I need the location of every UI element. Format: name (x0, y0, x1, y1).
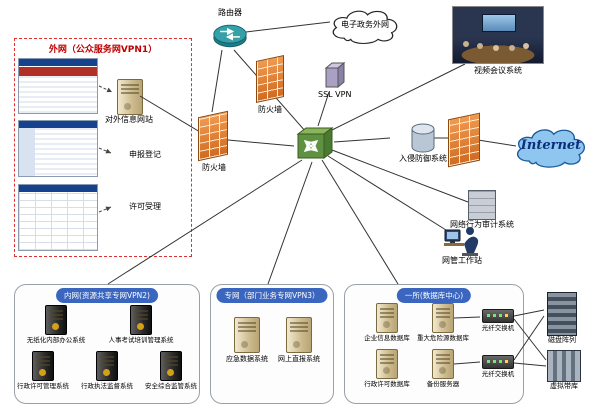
disk-array-icon (547, 292, 577, 336)
firewall-left-icon (198, 110, 228, 162)
audit-system-icon (468, 190, 496, 220)
dept-group-box: 专网（部门业务专网VPN3） 应急数据系统 网上直报系统 (210, 284, 334, 404)
server-icon (432, 303, 454, 333)
virtual-tape-library-icon (547, 350, 581, 382)
video-conference-label: 视频会议系统 (474, 66, 522, 75)
system-label: 安全综合监管系统 (145, 382, 197, 390)
core-switch-icon (296, 127, 334, 159)
server-icon (96, 351, 118, 381)
server-icon (45, 305, 67, 335)
system-label: 应急数据系统 (226, 355, 268, 363)
audit-system-label: 网络行为审计系统 (450, 220, 514, 229)
system-label: 重大危险源数据库 (417, 334, 469, 342)
intranet-group-title: 内网(资源共享专网VPN2) (56, 288, 158, 303)
declare-label: 申报登记 (129, 150, 161, 159)
server-icon (286, 317, 312, 353)
virtual-tape-library-label: 虚拟带库 (550, 382, 578, 390)
external-site-label: 对外信息网站 (105, 115, 153, 124)
server-icon (234, 317, 260, 353)
thumbnail-declare-site (18, 120, 98, 177)
internet-cloud-icon (516, 129, 585, 168)
ips-label: 入侵防御系统 (399, 154, 447, 163)
firewall-top-label: 防火墙 (258, 105, 282, 114)
vpn1-group-box: 外网（公众服务网VPN1） 对外信息网站 申报登记 许可受理 (14, 38, 192, 257)
system-label: 人事考试培训管理系统 (108, 336, 174, 344)
intranet-group-box: 内网(资源共享专网VPN2) 无纸化内部办公系统 人事考试培训管理系统 行政许可… (14, 284, 200, 404)
router-label: 路由器 (218, 8, 242, 17)
server-icon (376, 303, 398, 333)
router-icon (213, 24, 247, 48)
system-label: 行政许可数据库 (364, 380, 410, 388)
server-icon (376, 349, 398, 379)
fiber-switch-icon (482, 355, 514, 369)
system-label: 网上直报系统 (278, 355, 320, 363)
server-icon (160, 351, 182, 381)
nms-workstation-icon (444, 227, 479, 256)
thumbnail-accept-site (18, 184, 98, 251)
egov-cloud-label: 电子政务外网 (341, 20, 389, 29)
firewall-top-icon (256, 55, 284, 103)
server-icon (130, 305, 152, 335)
fiber-switch-label: 光纤交换机 (481, 370, 515, 378)
video-conference-image (452, 6, 544, 64)
egov-cloud-icon (332, 10, 398, 45)
server-icon (432, 349, 454, 379)
datacenter-group-box: 一所(数据库中心) 企业信息数据库 重大危险源数据库 行政许可数据库 备份服务器… (344, 284, 524, 404)
internet-label: Internet (520, 138, 582, 153)
nms-workstation-label: 网管工作站 (442, 256, 482, 265)
ips-icon (411, 123, 435, 153)
ssl-vpn-icon (324, 61, 346, 89)
accept-label: 许可受理 (129, 202, 161, 211)
thumbnail-portal-site (18, 58, 98, 114)
system-label: 行政许可管理系统 (17, 382, 69, 390)
dept-group-title: 专网（部门业务专网VPN3） (216, 288, 328, 303)
server-icon (32, 351, 54, 381)
firewall-left-label: 防火墙 (202, 163, 226, 172)
system-label: 企业信息数据库 (364, 334, 410, 342)
disk-array-label: 磁盘阵列 (548, 336, 576, 344)
fiber-switch-label: 光纤交换机 (481, 324, 515, 332)
fiber-switch-icon (482, 309, 514, 323)
system-label: 备份服务器 (426, 380, 460, 388)
vpn1-title: 外网（公众服务网VPN1） (48, 45, 158, 55)
ssl-vpn-label: SSL VPN (318, 90, 352, 99)
datacenter-group-title: 一所(数据库中心) (396, 288, 472, 303)
system-label: 行政执法监督系统 (81, 382, 133, 390)
system-label: 无纸化内部办公系统 (26, 336, 86, 344)
